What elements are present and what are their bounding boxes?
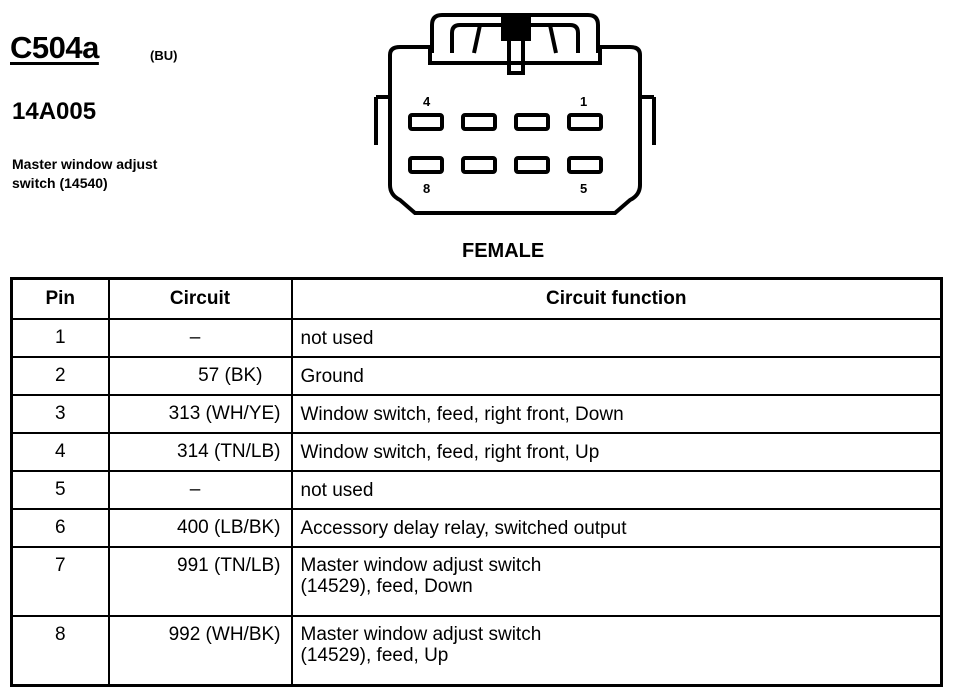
connector-id-title: C504a [10,30,99,65]
connector-gender-label: FEMALE [462,240,545,262]
pin-cavities-bottom [408,156,603,174]
table-row: 3 313 (WH/YE) Window switch, feed, right… [10,394,943,434]
pin-circuit-table: Pin Circuit Circuit function 1 – not use… [10,277,943,687]
pin-cell: 1 [10,318,110,358]
function-line-1: Master window adjust switch [300,624,542,645]
function-cell: Window switch, feed, right front, Up [290,432,943,472]
table-row: 6 400 (LB/BK) Accessory delay relay, swi… [10,508,943,548]
circuit-cell: 400 (LB/BK) [107,508,293,548]
function-cell: not used [290,470,943,510]
circuit-cell: – [107,318,293,358]
function-cell: Ground [290,356,943,396]
pin-number-label: 4 [423,94,431,109]
description-line-1: Master window adjust [12,156,158,172]
table-header-row: Pin Circuit Circuit function [10,277,943,320]
function-cell: Master window adjust switch (14529), fee… [290,546,943,617]
pin-number-label: 8 [423,181,431,196]
function-cell: Master window adjust switch (14529), fee… [290,615,943,687]
description-line-2: switch (14540) [12,175,108,191]
pin-cell: 7 [10,546,110,617]
circuit-cell: 57 (BK) [107,356,293,396]
part-number: 14A005 [12,98,97,125]
pin-cell: 4 [10,432,110,472]
pin-cell: 2 [10,356,110,396]
color-code: (BU) [150,48,178,63]
connector-face-diagram [374,13,656,215]
pin-cell: 5 [10,470,110,510]
pin-cavities-top [408,113,603,131]
header-circuit-function: Circuit function [290,277,943,320]
pin-number-label: 5 [580,181,588,196]
function-cell: Window switch, feed, right front, Down [290,394,943,434]
circuit-cell: 991 (TN/LB) [107,546,293,617]
circuit-cell: 314 (TN/LB) [107,432,293,472]
circuit-cell: 313 (WH/YE) [107,394,293,434]
table-row: 1 – not used [10,318,943,358]
function-line-1: Master window adjust switch [300,555,542,576]
function-cell: Accessory delay relay, switched output [290,508,943,548]
table-row: 4 314 (TN/LB) Window switch, feed, right… [10,432,943,472]
pin-cell: 3 [10,394,110,434]
pin-number-label: 1 [580,94,588,109]
circuit-cell: – [107,470,293,510]
function-cell: not used [290,318,943,358]
pin-cell: 6 [10,508,110,548]
pin-cell: 8 [10,615,110,687]
table-row: 8 992 (WH/BK) Master window adjust switc… [10,615,943,687]
function-line-2: (14529), feed, Down [300,576,473,597]
header-circuit: Circuit [107,277,293,320]
header-pin: Pin [10,277,110,320]
table-row: 7 991 (TN/LB) Master window adjust switc… [10,546,943,617]
function-line-2: (14529), feed, Up [300,645,449,666]
table-row: 2 57 (BK) Ground [10,356,943,396]
table-row: 5 – not used [10,470,943,510]
connector-body [388,45,642,215]
circuit-cell: 992 (WH/BK) [107,615,293,687]
component-description: Master window adjust switch (14540) [12,155,157,193]
